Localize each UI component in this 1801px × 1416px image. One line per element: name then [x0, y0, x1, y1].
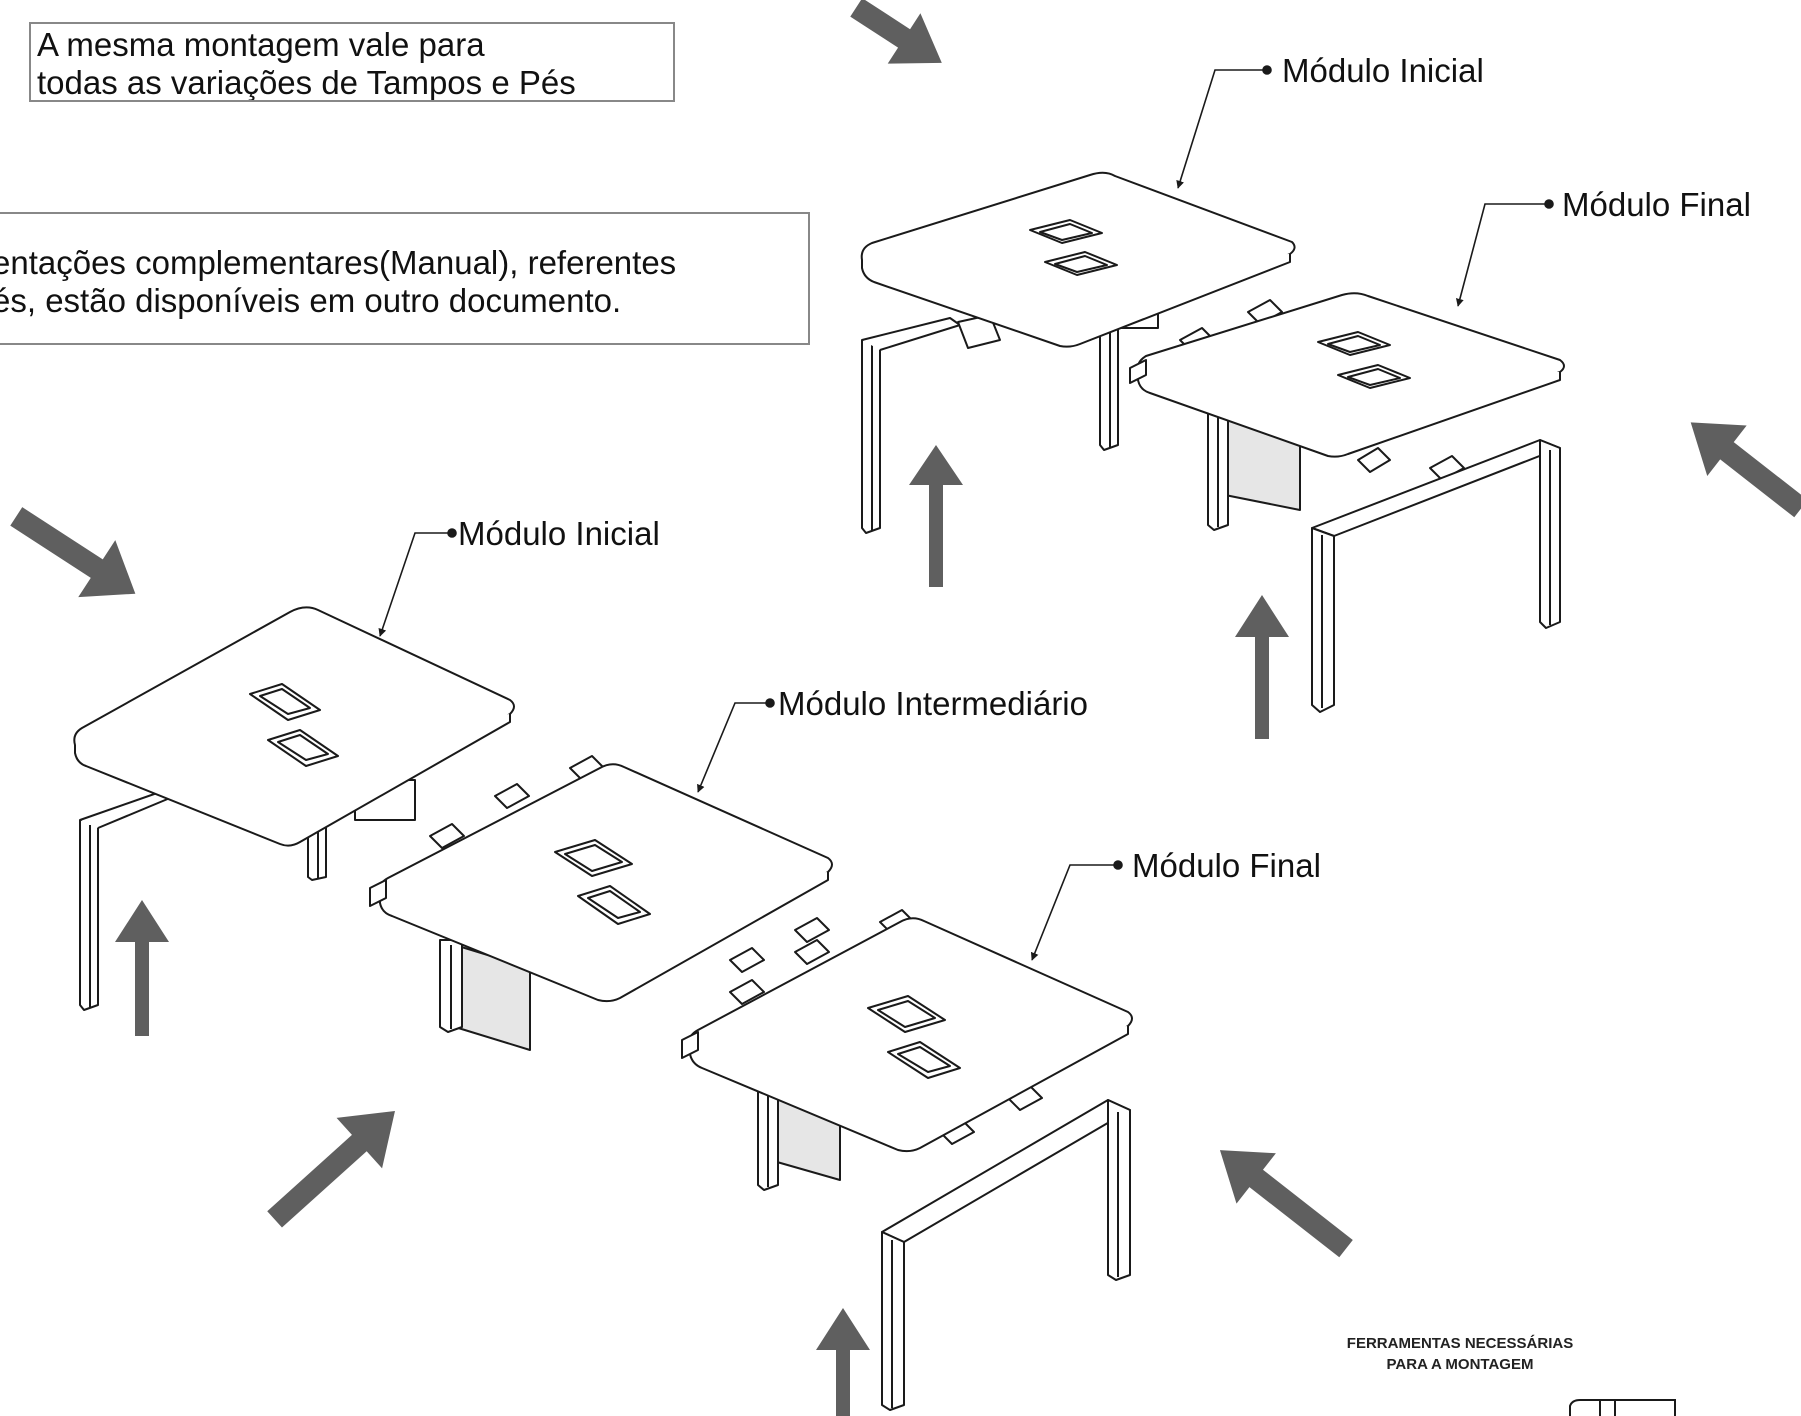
tools-icon	[1569, 1399, 1676, 1416]
note-complementary-docs: entações complementares(Manual), referen…	[0, 212, 810, 345]
note-same-assembly-line-1: A mesma montagem vale para	[37, 26, 485, 63]
leader-top-initial	[1176, 69, 1267, 189]
label-top-final: Módulo Final	[1562, 186, 1751, 223]
arrow-bottom-right-in-icon	[1219, 1150, 1353, 1258]
arrow-top-up-right-icon	[1235, 595, 1289, 739]
note-complementary-line-2: és, estão disponíveis em outro documento…	[0, 282, 622, 319]
bottom-initial-module	[73, 606, 515, 1011]
leader-top-final	[1455, 203, 1549, 307]
tools-heading-line-1: FERRAMENTAS NECESSÁRIAS	[1346, 1335, 1574, 1352]
leader-dot-bottom-initial	[447, 528, 457, 538]
leader-dot-top-final	[1544, 199, 1554, 209]
arrow-bottom-left-in-icon	[10, 507, 136, 598]
arrow-top-diagonal-in-icon	[850, 0, 942, 64]
label-bottom-intermediate: Módulo Intermediário	[778, 685, 1088, 722]
leader-bottom-intermediate	[697, 702, 770, 793]
arrow-bottom-up-left-icon	[115, 900, 169, 1036]
leader-dot-bottom-final	[1113, 860, 1123, 870]
arrow-bottom-up-right-icon	[816, 1308, 870, 1416]
note-same-assembly: A mesma montagem vale para todas as vari…	[29, 22, 675, 102]
label-bottom-initial: Módulo Inicial	[458, 515, 660, 552]
arrow-top-right-in-icon	[1690, 422, 1801, 518]
note-complementary-line-1: entações complementares(Manual), referen…	[0, 244, 677, 281]
leader-dot-top-initial	[1262, 65, 1272, 75]
bottom-intermediate-module	[369, 755, 833, 1051]
arrow-top-up-left-icon	[909, 445, 963, 587]
note-same-assembly-line-2: todas as variações de Tampos e Pés	[37, 64, 576, 101]
leader-bottom-initial	[378, 532, 452, 637]
tools-heading-line-2: PARA A MONTAGEM	[1386, 1356, 1534, 1373]
top-initial-module	[860, 171, 1296, 534]
label-bottom-final: Módulo Final	[1132, 847, 1321, 884]
leader-dot-bottom-intermediate	[765, 698, 775, 708]
top-final-module	[1129, 292, 1565, 713]
bottom-final-module	[681, 909, 1133, 1411]
label-top-initial: Módulo Inicial	[1282, 52, 1484, 89]
tools-required-heading: FERRAMENTAS NECESSÁRIAS PARA A MONTAGEM	[1340, 1333, 1580, 1375]
arrow-bottom-center-in-icon	[267, 1110, 395, 1228]
leader-bottom-final	[1030, 864, 1118, 961]
